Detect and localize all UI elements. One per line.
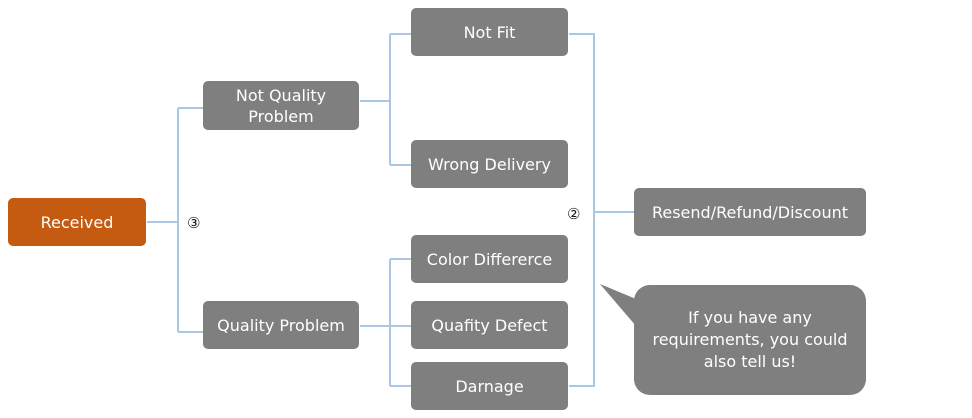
node-not-fit-label: Not Fit bbox=[463, 22, 516, 42]
node-quality-defect: Quafity Defect bbox=[411, 301, 568, 349]
node-damage-label: Darnage bbox=[455, 376, 524, 396]
callout-note: If you have any requirements, you could … bbox=[634, 285, 866, 395]
connector-resolution-bracket bbox=[569, 33, 634, 387]
node-quality-defect-label: Quafity Defect bbox=[431, 315, 548, 335]
node-not-fit: Not Fit bbox=[411, 8, 568, 56]
connector-received-bracket bbox=[147, 107, 203, 333]
node-wrong-delivery-label: Wrong Delivery bbox=[428, 154, 551, 174]
node-received: Received bbox=[8, 198, 146, 246]
connector-quality-bracket bbox=[360, 258, 411, 387]
callout-note-text: If you have any requirements, you could … bbox=[652, 308, 848, 371]
node-resend-refund-discount: Resend/Refund/Discount bbox=[634, 188, 866, 236]
node-quality-problem-label: Quality Problem bbox=[217, 315, 345, 335]
marker-step-3: ③ bbox=[187, 214, 201, 232]
marker-step-2: ② bbox=[567, 205, 581, 223]
node-not-quality-problem-label: Not Quality Problem bbox=[235, 85, 327, 126]
connector-not-quality-bracket bbox=[360, 33, 411, 166]
node-color-difference: Color Differerce bbox=[411, 235, 568, 283]
node-not-quality-problem: Not Quality Problem bbox=[203, 81, 359, 130]
node-wrong-delivery: Wrong Delivery bbox=[411, 140, 568, 188]
node-resend-refund-discount-label: Resend/Refund/Discount bbox=[651, 202, 849, 222]
node-damage: Darnage bbox=[411, 362, 568, 410]
node-quality-problem: Quality Problem bbox=[203, 301, 359, 349]
node-received-label: Received bbox=[40, 212, 114, 232]
node-color-difference-label: Color Differerce bbox=[426, 249, 553, 269]
